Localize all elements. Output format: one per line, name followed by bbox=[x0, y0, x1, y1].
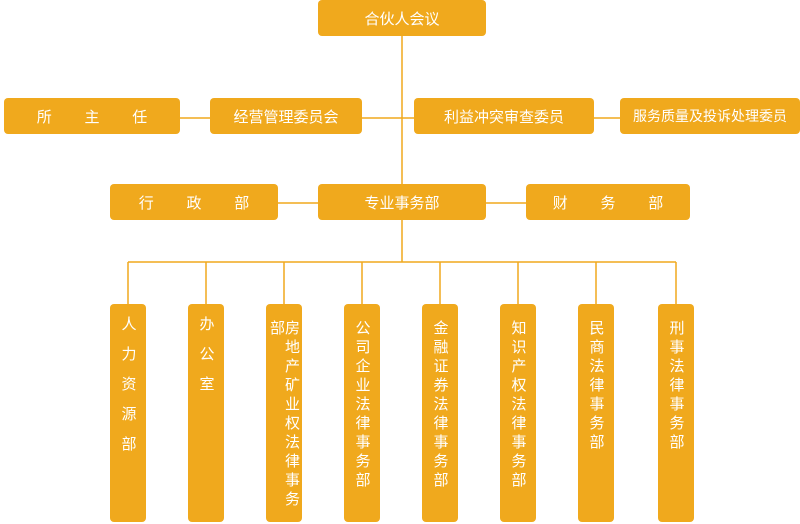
dept-label: 公司企业法律事务部 bbox=[353, 320, 372, 491]
management-committee-box: 经营管理委员会 bbox=[210, 98, 362, 134]
dept-ip-box: 知识产权法律事务部 bbox=[500, 304, 536, 522]
dept-finance-law-box: 金融证券法律事务部 bbox=[422, 304, 458, 522]
dept-label: 金融证券法律事务部 bbox=[431, 320, 450, 491]
dept-realestate-box: 房地产矿业权法律事务部 bbox=[266, 304, 302, 522]
dept-label: 刑事法律事务部 bbox=[667, 320, 686, 453]
director-box: 所 主 任 bbox=[4, 98, 180, 134]
dept-office-box: 办公室 bbox=[188, 304, 224, 522]
finance-dept-box: 财 务 部 bbox=[526, 184, 690, 220]
dept-label: 人力资源部 bbox=[119, 316, 138, 466]
dept-label: 房地产矿业权法律事务部 bbox=[268, 320, 301, 510]
dept-label: 知识产权法律事务部 bbox=[509, 320, 528, 491]
dept-label: 办公室 bbox=[197, 316, 216, 406]
dept-criminal-box: 刑事法律事务部 bbox=[658, 304, 694, 522]
quality-committee-box: 服务质量及投诉处理委员 bbox=[620, 98, 800, 134]
admin-dept-box: 行 政 部 bbox=[110, 184, 278, 220]
dept-civil-box: 民商法律事务部 bbox=[578, 304, 614, 522]
dept-corporate-box: 公司企业法律事务部 bbox=[344, 304, 380, 522]
conflict-committee-box: 利益冲突审查委员 bbox=[414, 98, 594, 134]
professional-dept-box: 专业事务部 bbox=[318, 184, 486, 220]
partners-meeting-box: 合伙人会议 bbox=[318, 0, 486, 36]
dept-label: 民商法律事务部 bbox=[587, 320, 606, 453]
dept-hr-box: 人力资源部 bbox=[110, 304, 146, 522]
